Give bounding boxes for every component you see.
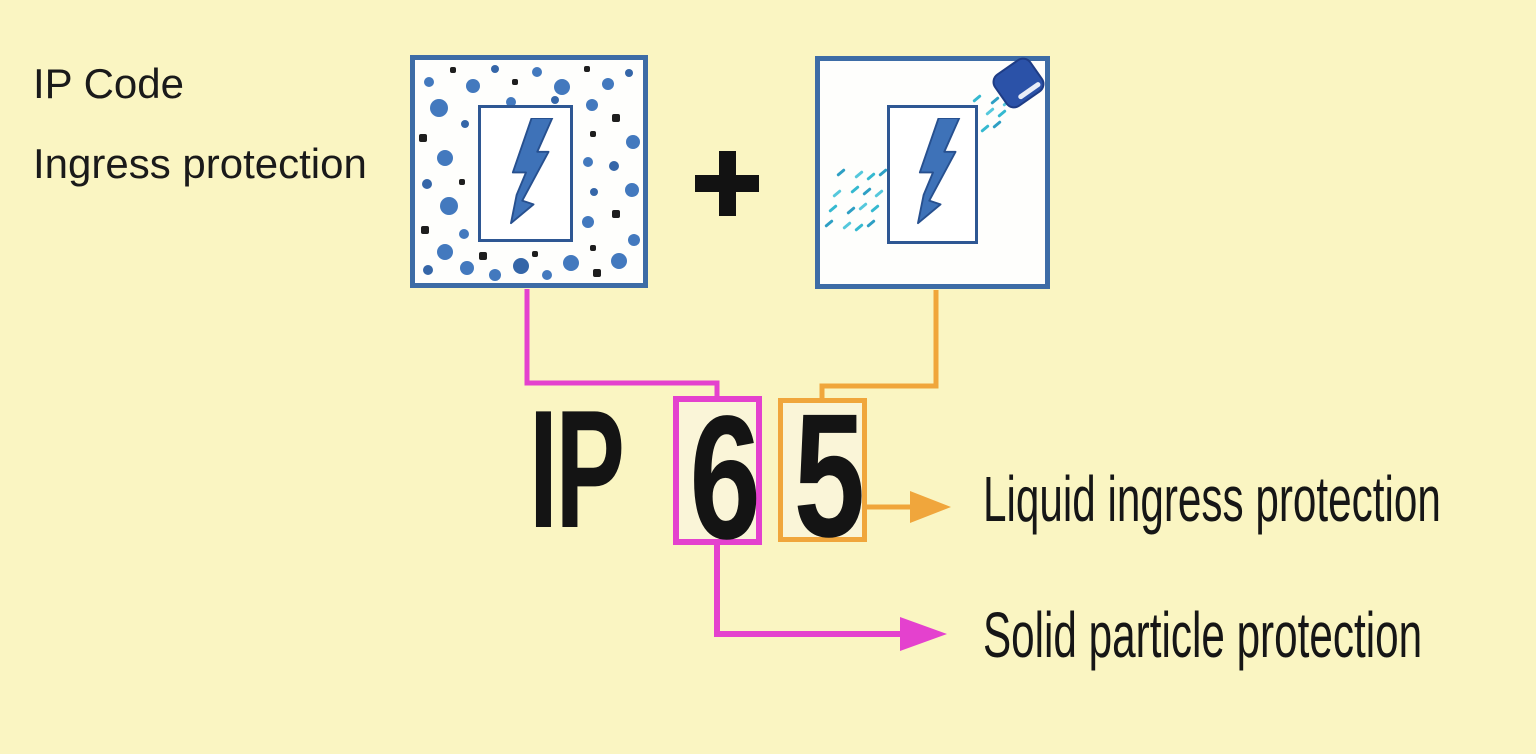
dust-dot [584,66,590,72]
dust-dot [583,157,593,167]
spray-dash [997,109,1007,118]
solid-protection-arrow-icon [900,617,947,651]
dust-dot [582,216,594,228]
dust-dot [459,179,465,185]
spray-dash [858,202,868,211]
dust-dot [593,269,601,277]
dust-dot [513,258,529,274]
dust-dot [625,69,633,77]
dust-dot [466,79,480,93]
liquid-protection-arrow-icon [910,491,951,523]
dust-dot [590,188,598,196]
spray-enclosure-icon [815,53,1050,289]
dust-dot [590,131,596,137]
dust-enclosure-icon [410,55,648,288]
dust-dot [419,134,427,142]
dust-dot [459,229,469,239]
dust-dot [461,120,469,128]
dust-inner-rect [478,105,573,242]
liquid-digit-box: 5 [778,378,867,574]
dust-dot [423,265,433,275]
dust-dot [625,183,639,197]
dust-dot [532,251,538,257]
spray-dash [824,219,834,228]
dust-dot [612,114,620,122]
spray-dash [992,120,1002,129]
spray-dash [874,189,884,198]
spray-dash [990,96,1000,105]
dust-dot [602,78,614,90]
dust-dot [612,210,620,218]
dust-particles [415,60,643,283]
dust-dot [554,79,570,95]
lightning-bolt-icon [916,118,960,225]
dust-dot [421,226,429,234]
dust-dot [512,79,518,85]
code-prefix: IP [529,375,625,563]
dust-dot [586,99,598,111]
label-liquid-ingress-protection: Liquid ingress protection [983,463,1441,535]
spray-dash [828,204,838,213]
dust-dot [460,261,474,275]
title-line-2: Ingress protection [33,140,367,187]
label-solid-particle-protection: Solid particle protection [983,599,1423,671]
dust-dot [628,234,640,246]
dust-dot [551,96,559,104]
spray-inner-rect [887,105,978,244]
dust-dot [437,244,453,260]
dust-dot [609,161,619,171]
spray-dash [866,219,876,228]
dust-dot [479,252,487,260]
dust-dot [437,150,453,166]
spray-dash [846,206,856,215]
spray-dash [862,187,872,196]
dust-dot [422,179,432,189]
spray-dash [850,185,860,194]
solid-digit: 6 [689,380,761,576]
dust-dot [626,135,640,149]
spray-dash [836,168,846,177]
spray-dash [854,170,864,179]
solid-digit-box: 6 [673,380,762,576]
dust-dot [563,255,579,271]
spray-dash [866,172,876,181]
spray-dash [972,94,982,103]
dust-dot [532,67,542,77]
dust-dot [491,65,499,73]
dust-dot [424,77,434,87]
title-line-1: IP Code [33,60,184,107]
dust-dot [611,253,627,269]
spray-dash [985,107,995,116]
plus-icon-bar [719,151,736,216]
dust-dot [450,67,456,73]
dust-dot [506,97,516,107]
dust-dot [542,270,552,280]
lightning-bolt-icon [509,118,553,225]
dust-dot [440,197,458,215]
spray-dash [870,204,880,213]
spray-dash [980,124,990,133]
dust-dot [590,245,596,251]
liquid-digit: 5 [793,378,866,574]
dust-dot [430,99,448,117]
spray-dash [854,223,864,232]
spray-dash [832,189,842,198]
spray-dash [842,221,852,230]
dust-dot [489,269,501,281]
